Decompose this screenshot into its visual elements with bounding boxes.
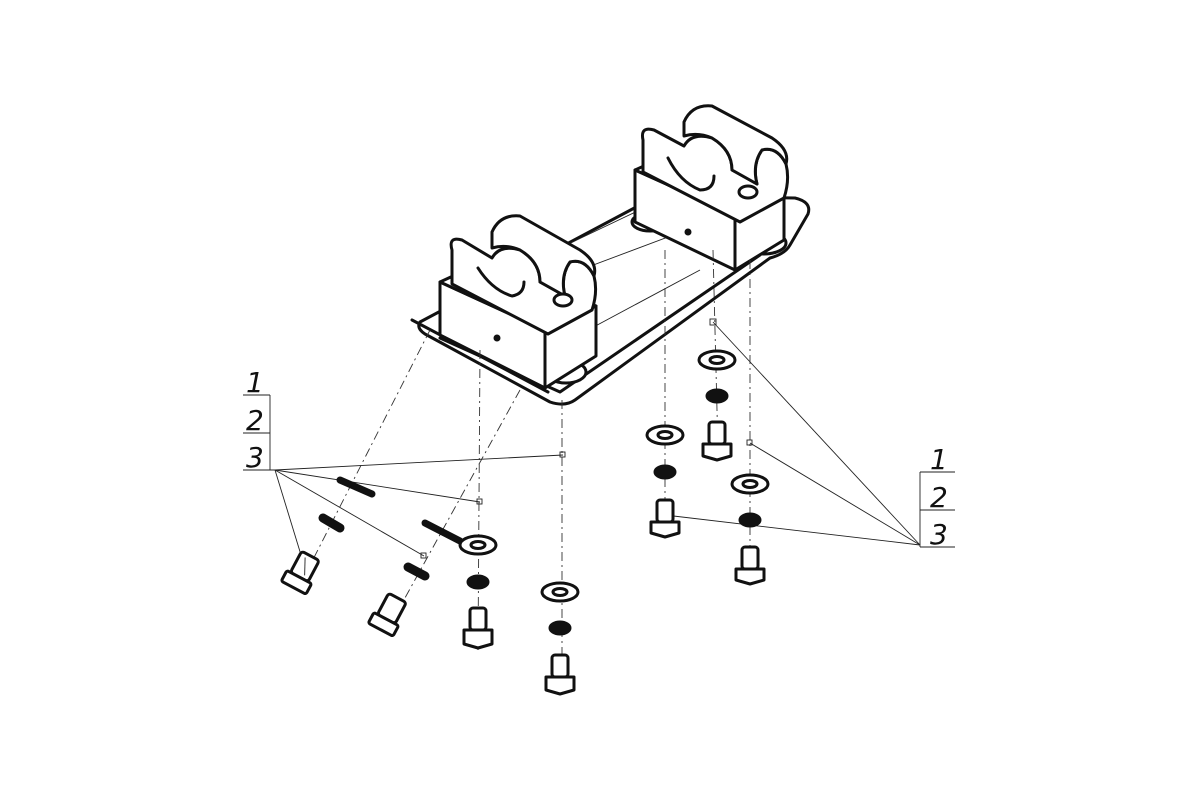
lock-washer <box>548 620 572 636</box>
clamp-block-left <box>438 214 598 390</box>
washer <box>540 581 580 603</box>
callout-left: 1 2 3 <box>243 366 275 474</box>
washer <box>730 473 770 495</box>
bolt <box>544 653 576 696</box>
bolt <box>649 498 681 539</box>
bolt <box>367 592 407 638</box>
callout-right: 1 2 3 <box>919 443 955 551</box>
spring-pin <box>403 562 430 581</box>
lock-washer <box>705 388 729 404</box>
leader-lines <box>274 318 921 569</box>
lock-washer <box>738 512 762 528</box>
lock-washer <box>653 464 677 480</box>
washer <box>458 534 498 556</box>
spring-pin <box>318 513 345 533</box>
pin <box>336 476 376 498</box>
callout-left-item-2: 2 <box>246 404 264 437</box>
pin <box>421 519 464 545</box>
callout-right-item-2: 2 <box>930 481 948 514</box>
bolt <box>701 420 733 462</box>
bolt <box>734 545 766 586</box>
callout-right-item-1: 1 <box>930 443 948 476</box>
callout-left-item-1: 1 <box>246 366 264 399</box>
fasteners-right <box>645 349 770 586</box>
fasteners-left <box>280 476 580 696</box>
washer <box>645 424 685 446</box>
bolt <box>280 550 320 596</box>
center-lines <box>299 249 751 690</box>
callout-right-item-3: 3 <box>930 518 948 551</box>
callout-left-item-3: 3 <box>246 441 264 474</box>
washer <box>697 349 737 371</box>
clamp-block-right <box>633 104 790 272</box>
bolt <box>462 606 494 650</box>
lock-washer <box>466 574 490 590</box>
